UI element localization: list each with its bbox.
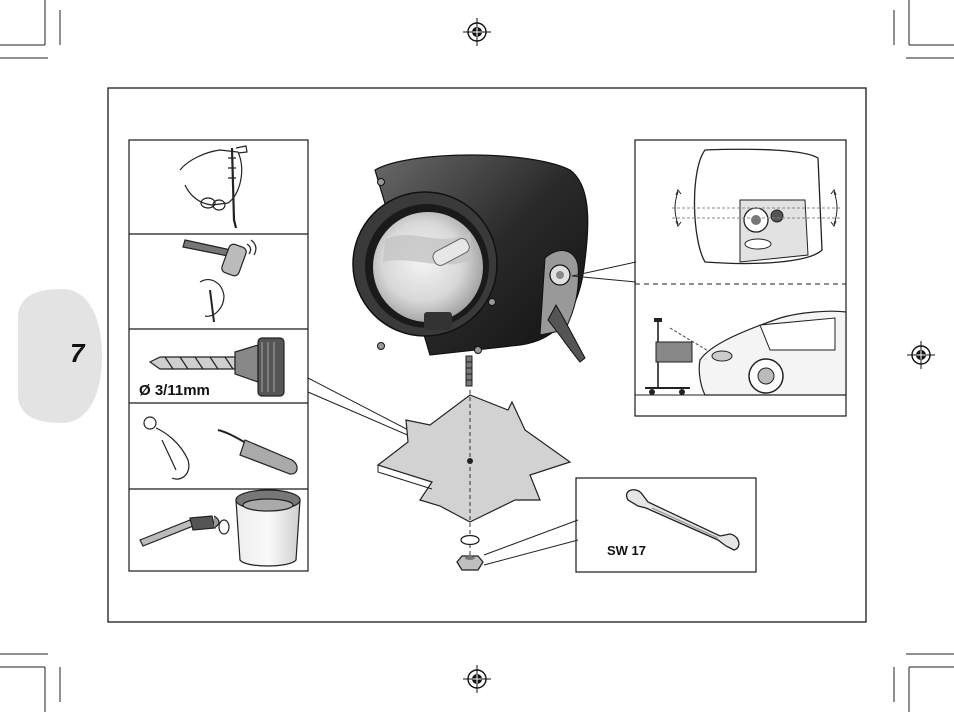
leader-line-wrench bbox=[484, 540, 578, 565]
aim-inset bbox=[635, 140, 846, 416]
headlamp-icon bbox=[353, 155, 588, 386]
mounting-plate bbox=[378, 395, 570, 522]
washer bbox=[461, 536, 479, 545]
page-number: 7 bbox=[70, 338, 84, 369]
wrench-size-label: SW 17 bbox=[607, 543, 646, 558]
drill-size-label: Ø 3/11mm bbox=[139, 382, 210, 399]
page-tab bbox=[18, 289, 102, 423]
leader-line-wrench bbox=[484, 520, 578, 555]
wrench-inset bbox=[576, 478, 756, 572]
